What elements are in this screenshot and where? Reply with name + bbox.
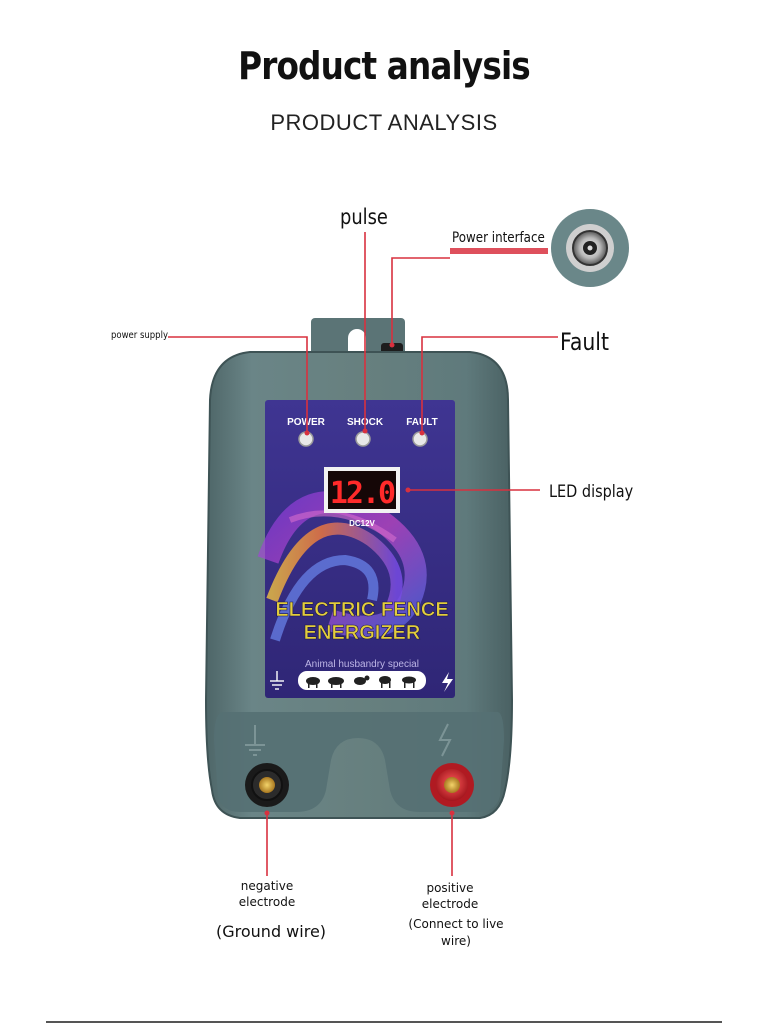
callout-ground-wire: (Ground wire) <box>216 922 327 941</box>
callout-power-interface: Power interface <box>452 230 545 246</box>
ground-symbol-icon <box>270 671 284 690</box>
voltage-label: DC12V <box>349 519 375 528</box>
callout-power-supply: power supply <box>111 330 168 341</box>
front-panel <box>265 400 455 698</box>
page-subtitle: PRODUCT ANALYSIS <box>270 110 498 135</box>
negative-electrode-line1: negative <box>240 879 294 893</box>
callout-fault: Fault <box>560 328 609 356</box>
livestock-icons <box>298 671 426 690</box>
bottom-divider <box>46 1021 722 1023</box>
lightning-bolt-icon <box>442 672 453 692</box>
callout-led-display: LED display <box>549 482 634 502</box>
tagline: Animal husbandry special <box>305 659 419 670</box>
callout-negative-electrode: negative electrode <box>214 878 320 910</box>
live-wire-line2: wire) <box>441 934 471 948</box>
page-title: Product analysis <box>238 44 531 88</box>
positive-electrode-line2: electrode <box>421 897 479 911</box>
product-name-line1: ELECTRIC FENCE <box>275 599 448 621</box>
led-display-value: 12.0 <box>330 476 395 511</box>
callout-lines <box>168 232 558 876</box>
positive-electrode-line1: positive <box>426 881 474 895</box>
negative-terminal <box>245 763 289 807</box>
callout-live-wire: (Connect to live wire) <box>403 916 509 950</box>
negative-electrode-line2: electrode <box>238 895 296 909</box>
swirl-artwork <box>257 491 427 642</box>
live-wire-line1: (Connect to live <box>408 917 504 931</box>
power-interface-inset <box>551 209 629 287</box>
callout-positive-electrode: positive electrode <box>400 880 500 912</box>
callout-pulse: pulse <box>340 205 388 229</box>
positive-terminal <box>430 763 474 807</box>
led-display: 12.0 <box>324 467 400 513</box>
shock-indicator-led <box>355 431 371 447</box>
product-name-line2: ENERGIZER <box>304 622 421 644</box>
